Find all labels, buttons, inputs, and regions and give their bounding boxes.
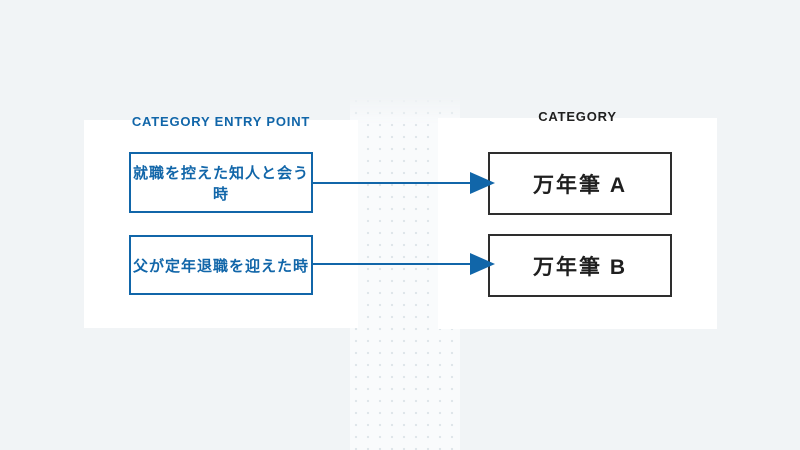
category-entry-point-heading: CATEGORY ENTRY POINT (131, 114, 311, 129)
category-box-b: 万年筆 B (488, 234, 672, 297)
category-box-b-label: 万年筆 B (533, 255, 627, 279)
connector-arrow-1 (313, 172, 495, 194)
category-heading: CATEGORY (538, 109, 617, 124)
arrow-head-icon (470, 172, 495, 194)
connector-arrow-2 (313, 253, 495, 275)
category-box-a: 万年筆 A (488, 152, 672, 215)
arrow-shaft (313, 262, 472, 266)
entry-point-box-1-label: 就職を控えた知人と会う時 (132, 164, 309, 203)
category-panel (438, 118, 717, 329)
entry-point-box-1: 就職を控えた知人と会う時 (129, 152, 313, 213)
entry-point-box-2: 父が定年退職を迎えた時 (129, 235, 313, 295)
arrow-shaft (313, 181, 472, 185)
arrow-head-icon (470, 253, 495, 275)
entry-point-box-2-label: 父が定年退職を迎えた時 (132, 257, 309, 275)
category-box-a-label: 万年筆 A (533, 173, 627, 197)
